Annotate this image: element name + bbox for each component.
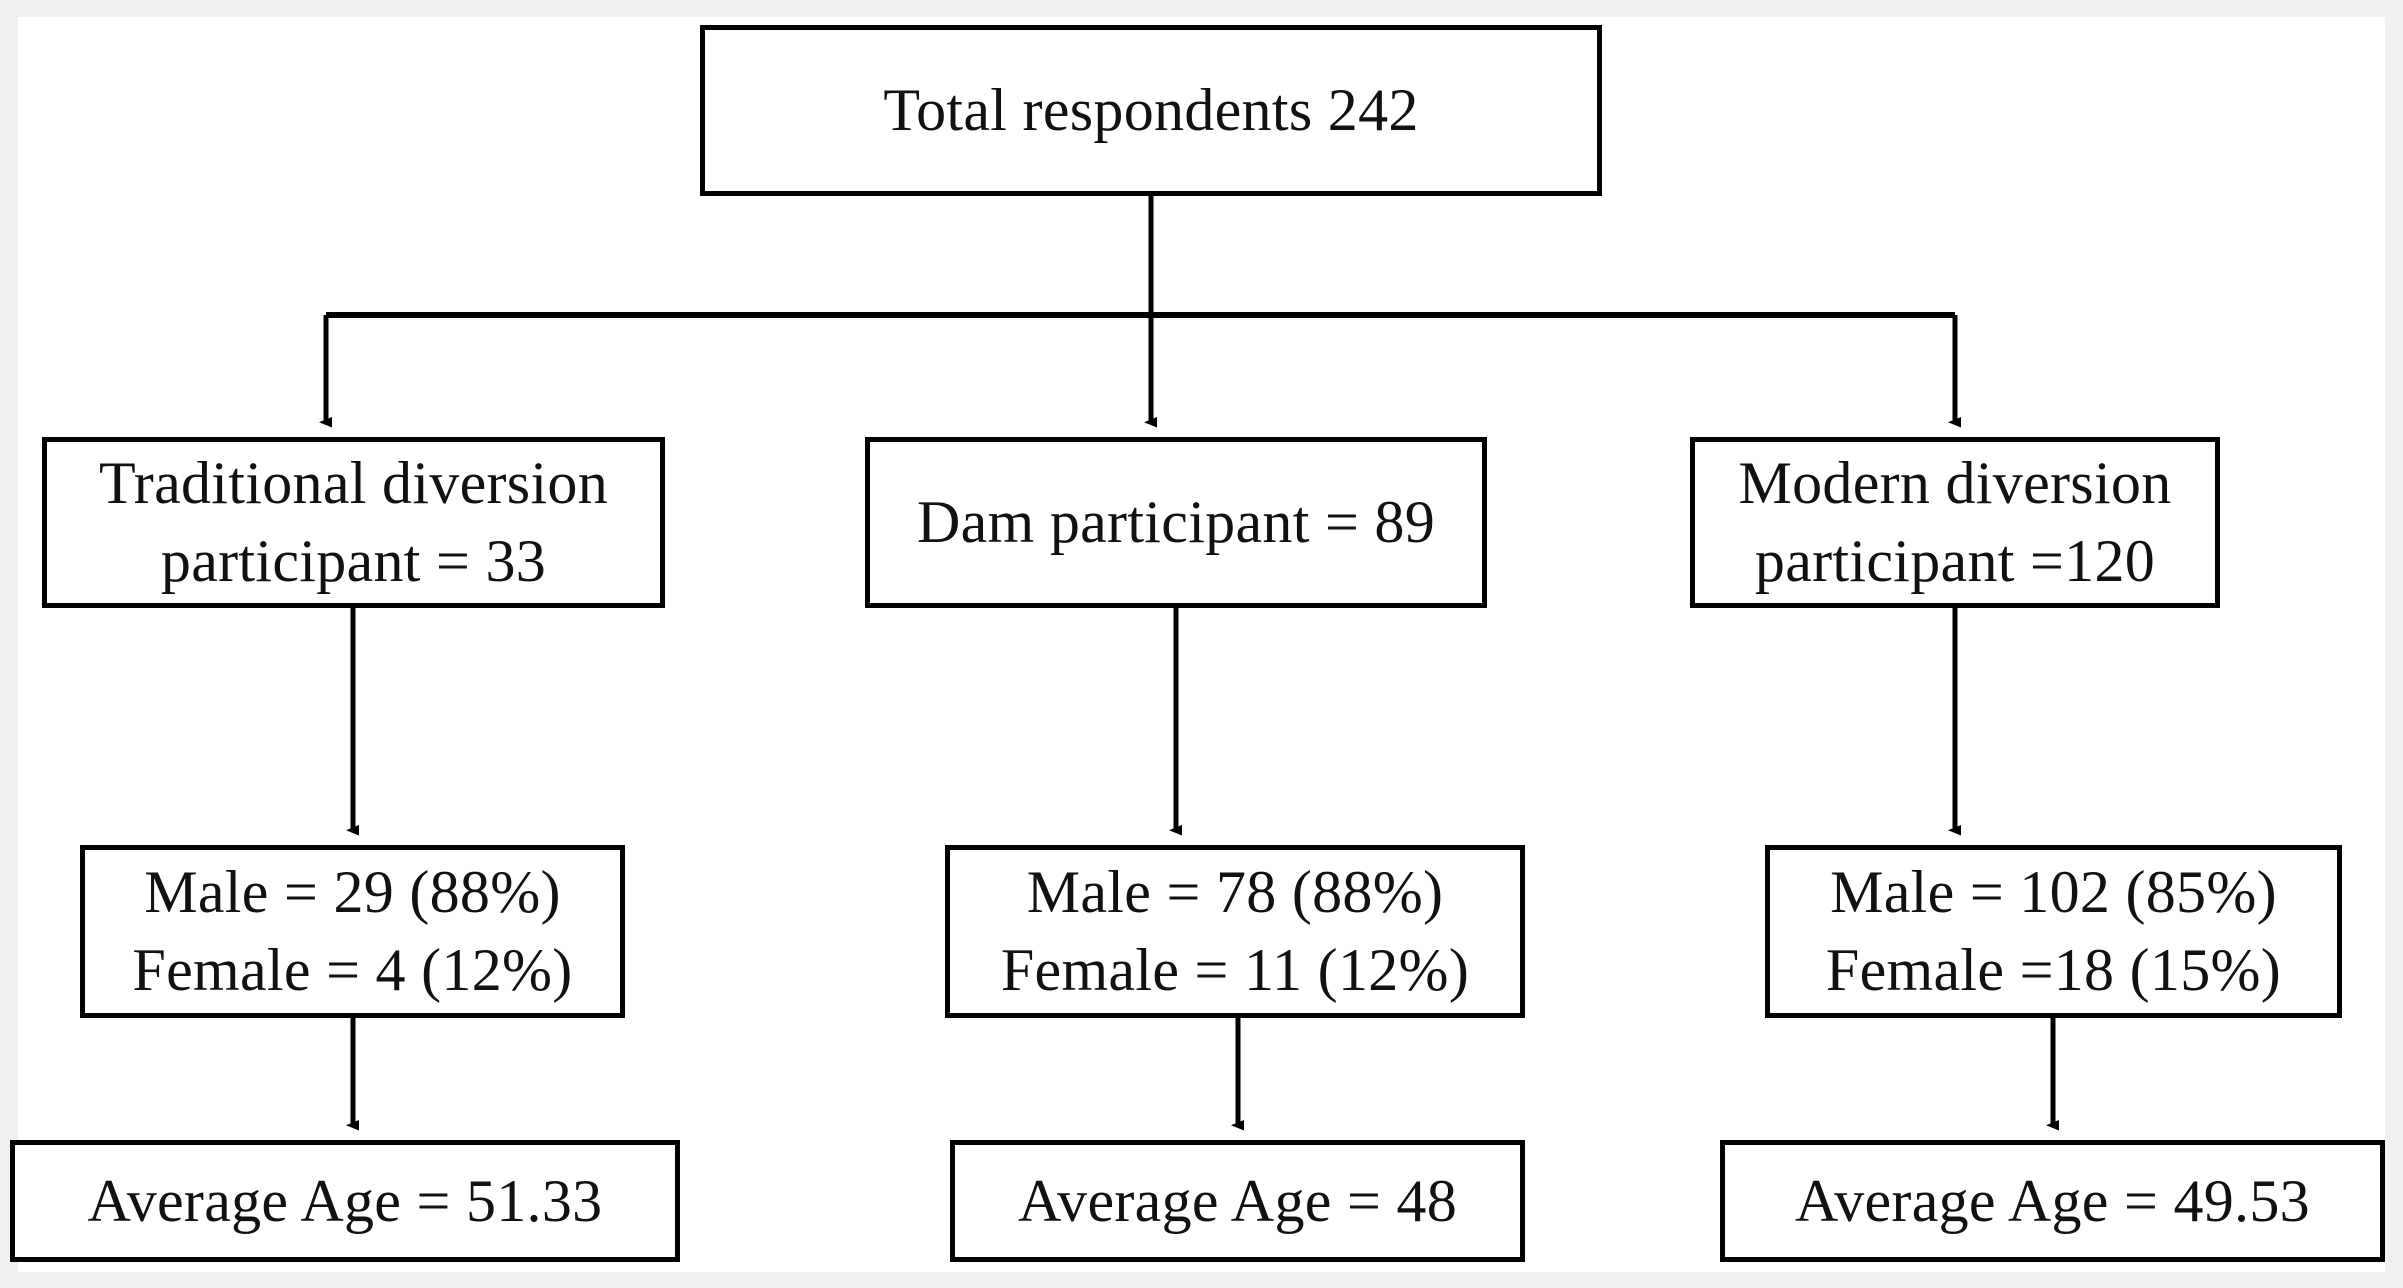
node-modern-sex-breakdown[interactable]: Male = 102 (85%) Female =18 (15%) — [1765, 845, 2342, 1018]
node-modern-diversion-line2: participant =120 — [1754, 527, 2156, 594]
node-dam-participant[interactable]: Dam participant = 89 — [865, 437, 1487, 608]
figure-paper — [18, 17, 2385, 1272]
node-modern-diversion-line1: Modern diversion — [1738, 450, 2172, 517]
node-dam-male: Male = 78 (88%) — [1026, 859, 1444, 926]
node-traditional-diversion-participant[interactable]: Traditional diversion participant = 33 — [42, 437, 665, 608]
node-traditional-diversion-line1: Traditional diversion — [98, 450, 609, 517]
node-traditional-sex-breakdown[interactable]: Male = 29 (88%) Female = 4 (12%) — [80, 845, 625, 1018]
node-dam-average-age[interactable]: Average Age = 48 — [950, 1140, 1525, 1262]
node-dam-sex-breakdown[interactable]: Male = 78 (88%) Female = 11 (12%) — [945, 845, 1525, 1018]
node-dam-participant-label: Dam participant = 89 — [916, 489, 1436, 556]
node-total-respondents[interactable]: Total respondents 242 — [700, 25, 1602, 196]
node-modern-female: Female =18 (15%) — [1825, 937, 2282, 1004]
node-traditional-male: Male = 29 (88%) — [144, 859, 561, 926]
node-modern-average-age-label: Average Age = 49.53 — [1795, 1167, 2310, 1234]
node-modern-average-age[interactable]: Average Age = 49.53 — [1720, 1140, 2385, 1262]
node-modern-diversion-participant[interactable]: Modern diversion participant =120 — [1690, 437, 2220, 608]
node-traditional-female: Female = 4 (12%) — [132, 937, 573, 1004]
node-traditional-diversion-line2: participant = 33 — [160, 527, 547, 594]
node-modern-male: Male = 102 (85%) — [1830, 859, 2277, 926]
node-dam-average-age-label: Average Age = 48 — [1017, 1167, 1458, 1234]
node-total-respondents-label: Total respondents 242 — [883, 77, 1419, 144]
node-traditional-average-age-label: Average Age = 51.33 — [87, 1167, 603, 1234]
node-dam-female: Female = 11 (12%) — [1000, 937, 1470, 1004]
node-traditional-average-age[interactable]: Average Age = 51.33 — [10, 1140, 680, 1262]
